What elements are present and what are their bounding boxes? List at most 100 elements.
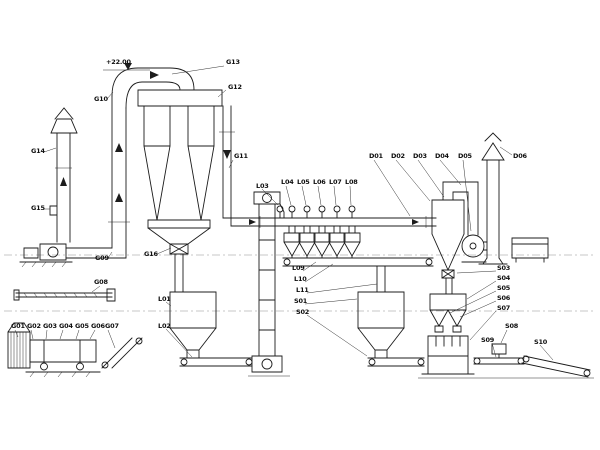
flange-marks [55,131,427,228]
classifier-body [328,211,346,259]
label-G06: G06 [91,322,105,330]
bin-hatch [10,332,27,368]
cyclone-dust-hopper [147,219,211,293]
label-S01: S01 [294,297,308,305]
cyclone-and-duct [431,181,479,271]
label-G05: G05 [75,322,89,330]
label-G10: G10 [94,95,108,103]
classifier-unit-1 [283,205,301,259]
belt-lines [521,355,591,378]
valve-handwheel-icon [288,205,296,213]
incline-belt-conveyor [521,355,591,378]
classifier-body [283,211,301,259]
elevator-head-pulley-icon [262,193,272,203]
fan-outlet-and-base [461,241,488,263]
conveyor-end-bearing-icon [425,258,433,266]
exhaust-fan [461,234,488,263]
cyclone-manifold [137,89,223,107]
labels: +22.00 G13 G12 G10 G14 G11 G15 G16 G09 G… [11,58,548,346]
label-S03: S03 [497,264,510,272]
riser-duct-lines [65,95,127,259]
label-D02: D02 [391,152,405,160]
stack-body [478,132,508,265]
blower-body [19,243,73,263]
conveyor-lines [179,357,253,367]
classifier-unit-5 [343,205,361,259]
bag-belt-conveyor [473,343,525,365]
left-chimney [49,107,78,243]
label-leader-lines [14,65,554,361]
label-G03: G03 [43,322,57,330]
conveyor-end-bearing-icon [245,358,253,366]
label-L11: L11 [296,286,309,294]
manifold-box [137,89,223,107]
fan-hub-icon [469,242,477,250]
label-L02: L02 [158,322,171,330]
drum-outline [25,339,101,373]
blower-impeller-icon [47,246,59,258]
label-G15: G15 [31,204,45,212]
scraper-lines [13,288,116,302]
feed-incline-conveyor [101,337,143,369]
label-S04: S04 [497,274,511,282]
conveyor-lines [282,257,434,293]
classifier-body [313,211,331,259]
label-L06: L06 [313,178,326,186]
label-S10: S10 [534,338,548,346]
label-S09: S09 [481,336,495,344]
ground-lines [248,375,594,379]
box-outline [511,237,549,263]
conveyor-end-bearing-icon [180,358,188,366]
scraper-ticks [23,292,98,298]
exhaust-stack [478,132,508,265]
elevator-boot-pulley-icon [261,358,273,370]
label-G09: G09 [95,254,109,262]
label-L03: L03 [256,182,269,190]
label-L05: L05 [297,178,310,186]
belt-pulley-icon [473,357,481,365]
flow-arrows [60,71,419,225]
label-L04: L04 [281,178,294,186]
silo-body [169,291,217,359]
silo-conveyor-2 [367,357,425,367]
label-G16: G16 [144,250,158,258]
label-G04: G04 [59,322,73,330]
classifier-unit-4 [328,205,346,259]
label-elevation: +22.00 [106,58,131,66]
fan-scroll-icon [461,234,485,258]
label-S02: S02 [296,308,309,316]
twin-hopper [429,269,467,333]
label-D04: D04 [435,152,450,160]
classifier-unit-3 [313,205,331,259]
conveyor-end-bearing-icon [417,358,425,366]
label-G11: G11 [234,152,248,160]
storage-silo-1 [169,291,217,359]
label-S06: S06 [497,294,511,302]
conveyor-end-bearing-icon [135,337,143,345]
classifier-unit-2 [298,205,316,259]
bucket-elevator [251,191,285,373]
silo-conveyor-1 [179,357,253,367]
cyclone-pair [143,105,215,221]
blower-unit [19,243,73,268]
label-L01: L01 [158,295,171,303]
label-G02: G02 [27,322,41,330]
classifier-body [298,211,316,259]
label-D05: D05 [458,152,473,160]
label-S08: S08 [505,322,519,330]
bin-outline [7,322,31,369]
packing-bins [429,269,467,333]
label-G01: G01 [11,322,25,330]
support-roller-icon [76,362,84,371]
silo-body [357,291,405,359]
label-L08: L08 [345,178,358,186]
belt-lines [473,343,525,365]
feed-bin [7,322,31,369]
storage-silo-2 [357,291,405,359]
label-L07: L07 [329,178,342,186]
valve-handwheel-icon [333,205,341,213]
base-hatch [29,371,91,378]
packing-machine [421,335,475,375]
valve-handwheel-icon [318,205,326,213]
blower-base-hatch [21,261,67,268]
